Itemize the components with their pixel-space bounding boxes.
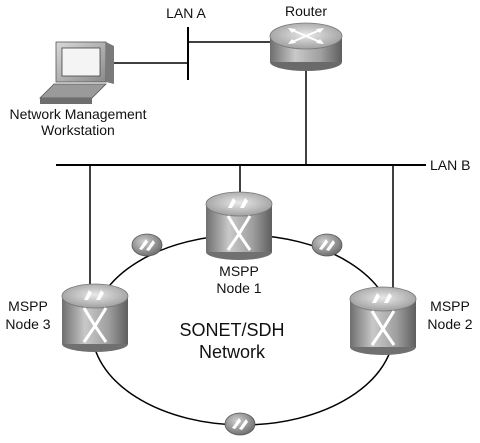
router-icon <box>269 22 343 71</box>
node2-label-line2: Node 2 <box>427 316 472 332</box>
workstation-label-line1: Network Management <box>10 106 147 122</box>
node1-label-line1: MSPP <box>219 263 259 279</box>
mspp-node-3-icon <box>61 283 129 352</box>
ring-arrows-icon-right <box>311 233 343 257</box>
network-label-line2: Network <box>199 342 266 362</box>
mspp-node-1-icon <box>205 191 273 260</box>
node3-label-line2: Node 3 <box>5 316 50 332</box>
network-label-line1: SONET/SDH <box>179 320 284 340</box>
computer-workstation-icon <box>39 41 114 104</box>
node1-label-line2: Node 1 <box>216 280 261 296</box>
router-label: Router <box>285 3 327 19</box>
mspp-node-2-icon <box>349 286 417 355</box>
node2-label-line1: MSPP <box>430 298 470 314</box>
lan-a-label: LAN A <box>166 5 206 21</box>
ring-arrows-icon-bottom <box>224 412 256 436</box>
lan-b-label: LAN B <box>430 157 470 173</box>
node3-label-line1: MSPP <box>8 298 48 314</box>
ring-arrows-icon-left <box>131 233 163 257</box>
workstation-label-line2: Workstation <box>41 122 115 138</box>
